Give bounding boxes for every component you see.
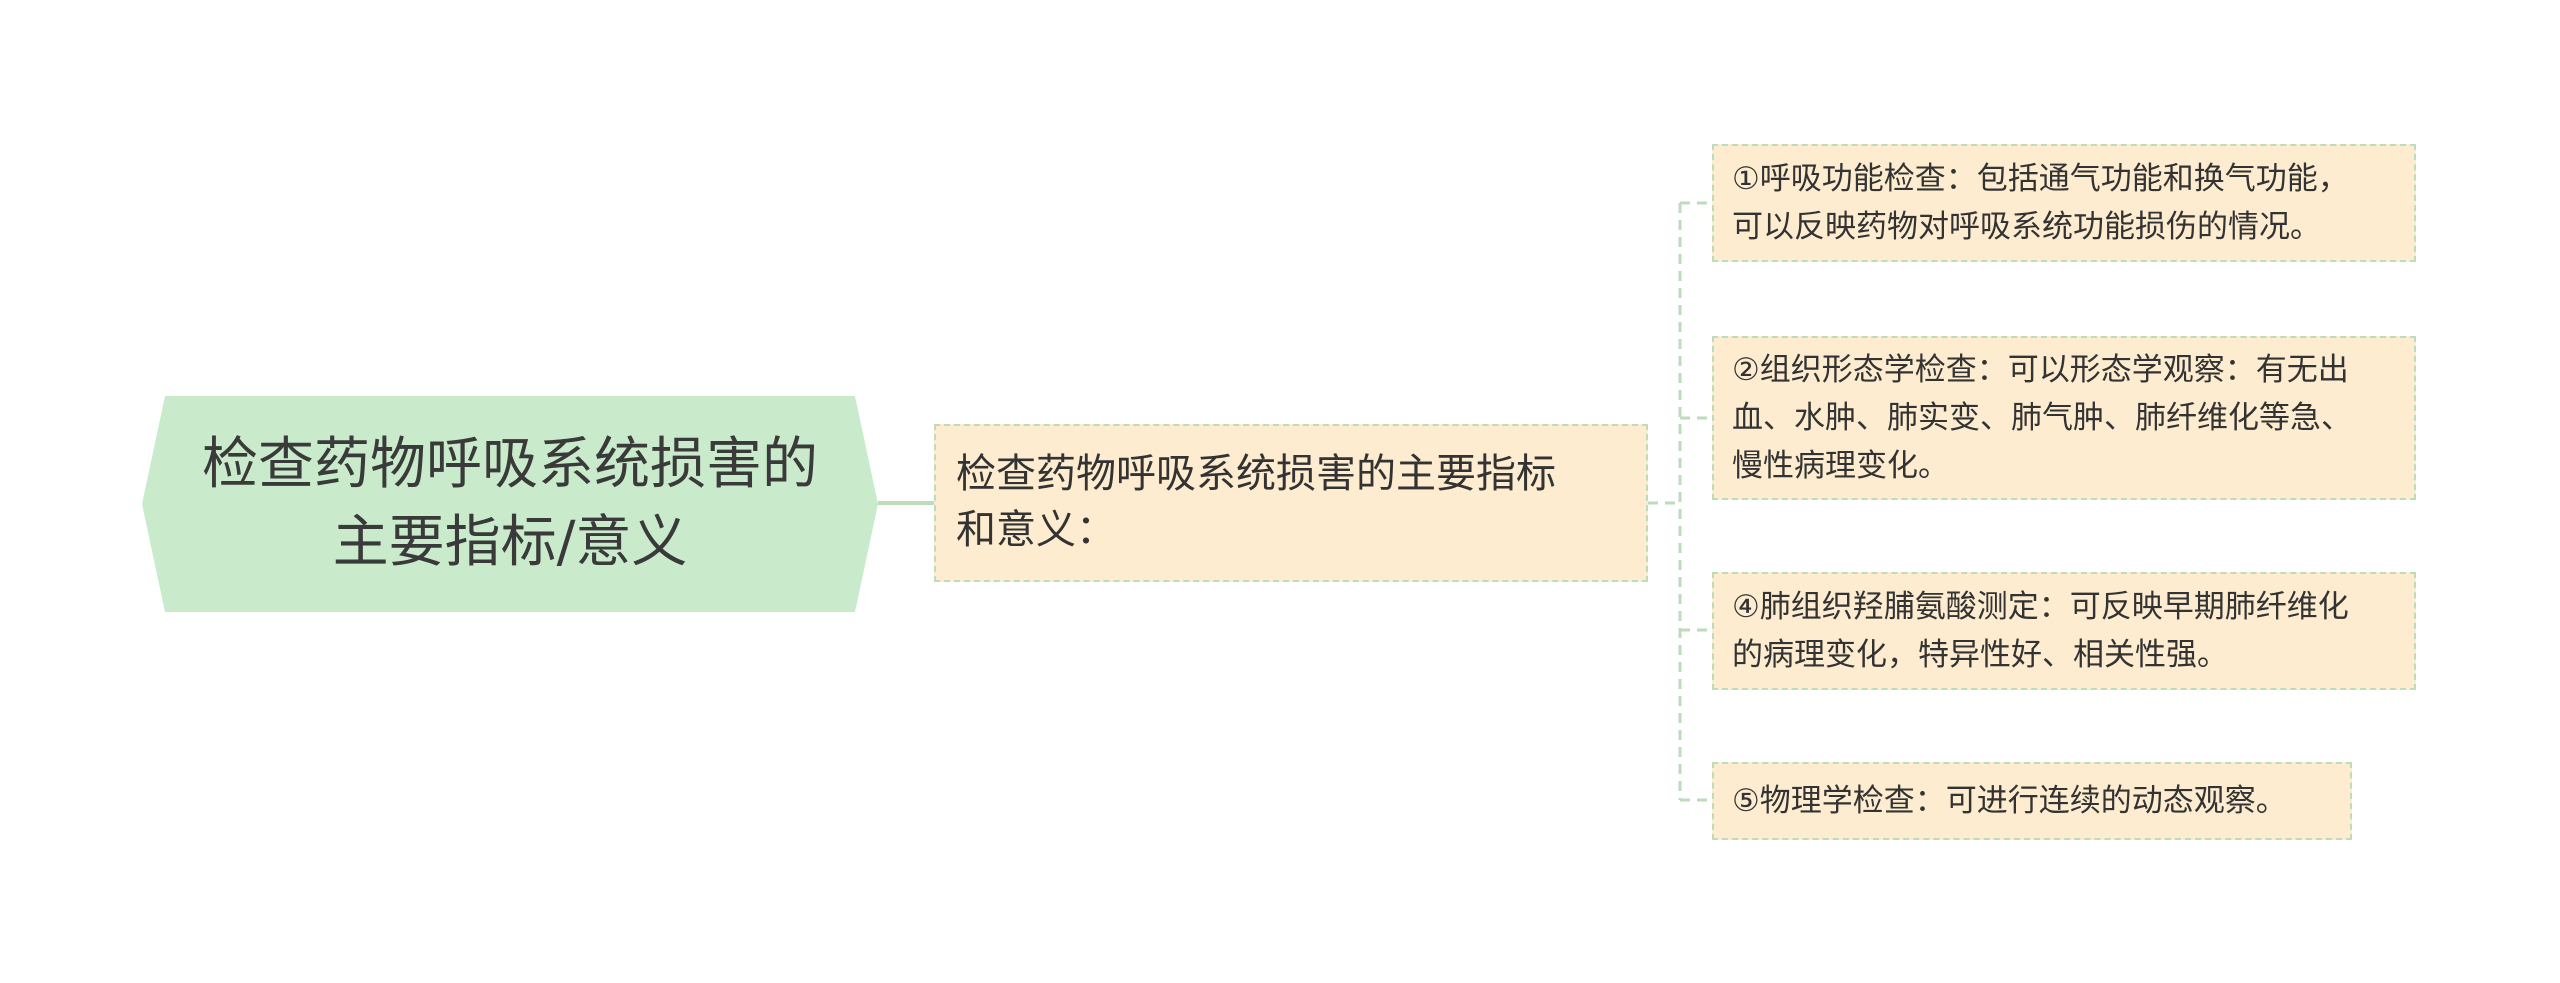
subtopic-node-2[interactable]: ②组织形态学检查：可以形态学观察：有无出 血、水肿、肺实变、肺气肿、肺纤维化等急…	[1712, 336, 2416, 500]
main-topic-line-1: 检查药物呼吸系统损害的主要指标	[956, 451, 1556, 497]
subtopic-3-line-2: 的病理变化，特异性好、相关性强。	[1732, 637, 2228, 673]
root-topic-node[interactable]: 检查药物呼吸系统损害的 主要指标/意义	[142, 396, 878, 612]
subtopic-2-line-2: 血、水肿、肺实变、肺气肿、肺纤维化等急、	[1732, 400, 2352, 436]
subtopic-node-1[interactable]: ①呼吸功能检查：包括通气功能和换气功能， 可以反映药物对呼吸系统功能损伤的情况。	[1712, 144, 2416, 262]
subtopic-2-line-3: 慢性病理变化。	[1732, 448, 1949, 484]
subtopic-2-line-1: ②组织形态学检查：可以形态学观察：有无出	[1732, 352, 2349, 388]
main-to-leaves-trunk	[1648, 203, 1682, 800]
root-topic-line-1: 检查药物呼吸系统损害的	[202, 432, 818, 497]
subtopic-1-line-2: 可以反映药物对呼吸系统功能损伤的情况。	[1732, 209, 2321, 245]
main-topic-node[interactable]: 检查药物呼吸系统损害的主要指标 和意义：	[934, 424, 1648, 582]
subtopic-node-3[interactable]: ④肺组织羟脯氨酸测定：可反映早期肺纤维化 的病理变化，特异性好、相关性强。	[1712, 572, 2416, 690]
main-topic-line-2: 和意义：	[956, 507, 1116, 553]
subtopic-node-4[interactable]: ⑤物理学检查：可进行连续的动态观察。	[1712, 762, 2352, 840]
root-topic-line-2: 主要指标/意义	[332, 510, 688, 575]
subtopic-3-line-1: ④肺组织羟脯氨酸测定：可反映早期肺纤维化	[1732, 589, 2349, 625]
subtopic-1-line-1: ①呼吸功能检查：包括通气功能和换气功能，	[1732, 161, 2349, 197]
subtopic-4-line-1: ⑤物理学检查：可进行连续的动态观察。	[1732, 783, 2287, 819]
